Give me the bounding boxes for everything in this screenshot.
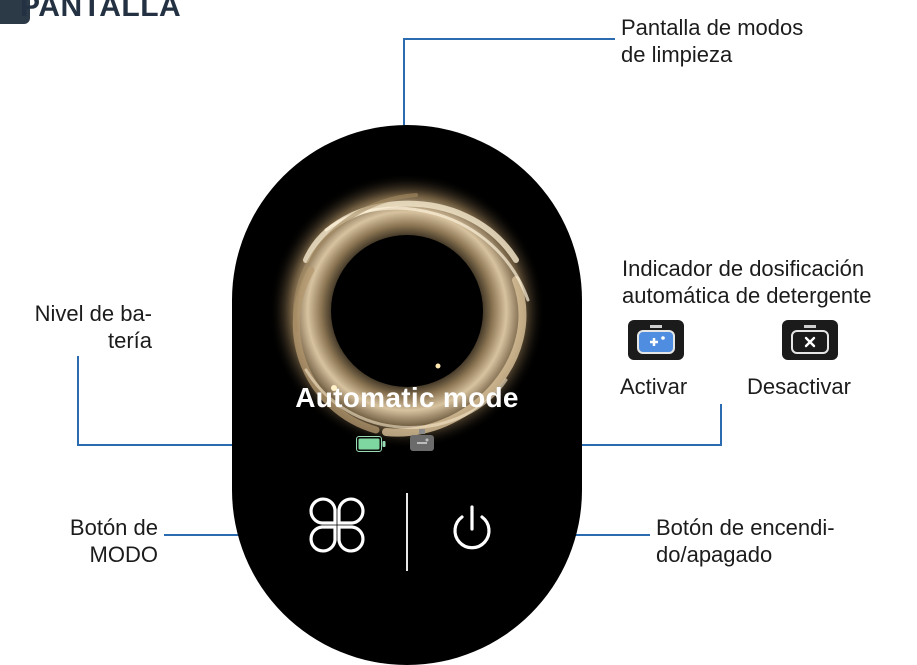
detergent-leader-horizontal bbox=[460, 444, 722, 446]
detergent-indicator-label-line2: automática de detergente bbox=[622, 283, 872, 308]
detergent-leader-vertical bbox=[720, 404, 722, 446]
display-leader-vertical bbox=[403, 38, 405, 126]
battery-level-label-line1: Nivel de ba- bbox=[34, 301, 152, 326]
detergent-indicator-label-line1: Indicador de dosificación bbox=[622, 256, 865, 281]
deactivate-label: Desactivar bbox=[747, 374, 851, 399]
display-panel: Automatic mode bbox=[232, 125, 582, 665]
mode-button[interactable] bbox=[305, 493, 369, 557]
battery-leader-horizontal bbox=[77, 444, 350, 446]
cleaning-mode-display-label-line2: de limpieza bbox=[621, 42, 733, 67]
battery-level-label-line2: tería bbox=[107, 328, 152, 353]
detergent-indicator-label: Indicador de dosificación automática de … bbox=[622, 255, 872, 309]
battery-icon bbox=[356, 436, 386, 452]
cleaning-mode-display-label-line1: Pantalla de modos bbox=[621, 15, 804, 40]
battery-leader-vertical bbox=[77, 356, 79, 445]
power-button-label-line1: Botón de encendi- bbox=[656, 515, 835, 540]
swirl-graphic bbox=[269, 173, 545, 449]
mode-text: Automatic mode bbox=[295, 382, 519, 413]
power-button[interactable] bbox=[448, 503, 496, 555]
display-leader-horizontal bbox=[403, 38, 615, 40]
cleaning-mode-display-label: Pantalla de modos de limpieza bbox=[621, 14, 803, 68]
power-leader-line bbox=[504, 534, 650, 536]
battery-level-label: Nivel de ba- tería bbox=[0, 300, 152, 354]
page-title: PANTALLA bbox=[20, 0, 182, 23]
detergent-status-icon bbox=[410, 429, 434, 451]
mode-button-label: Botón de MODO bbox=[0, 514, 158, 568]
button-divider bbox=[406, 493, 408, 571]
activate-label: Activar bbox=[620, 374, 688, 399]
header-badge bbox=[0, 0, 30, 24]
power-button-label: Botón de encendi- do/apagado bbox=[656, 514, 835, 568]
mode-button-label-line2: MODO bbox=[89, 542, 158, 567]
power-button-label-line2: do/apagado bbox=[656, 542, 773, 567]
detergent-active-icon bbox=[628, 320, 684, 360]
mode-button-label-line1: Botón de bbox=[69, 515, 158, 540]
detergent-inactive-icon bbox=[782, 320, 838, 360]
